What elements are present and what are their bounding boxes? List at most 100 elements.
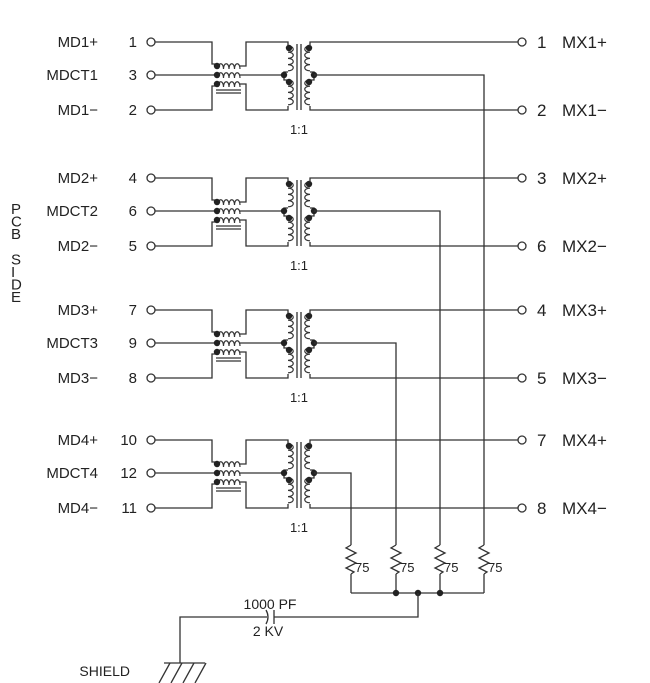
primary-bot-wire: [240, 481, 289, 509]
md-plus-wire: [155, 41, 218, 65]
polarity-dot: [213, 71, 221, 79]
secondary-winding: [304, 181, 311, 208]
pin-number: 5: [129, 238, 137, 255]
pin-number: 1: [537, 33, 546, 52]
capacitor-value: 1000 PF: [244, 596, 297, 612]
pin-number: 4: [129, 170, 137, 187]
primary-top-wire: [240, 41, 289, 67]
resistor-2: 75: [389, 544, 414, 593]
rj45-terminal-icon: [517, 241, 527, 251]
pin-number: 10: [120, 432, 137, 449]
cap-plate-curved: [265, 609, 269, 625]
junction-dot: [436, 589, 444, 597]
isolation-transformer-icon: [280, 442, 318, 508]
md-plus-wire: [155, 309, 218, 333]
pcb-terminal-icon: [146, 468, 156, 478]
pin-number: 2: [537, 101, 546, 120]
polarity-dot: [285, 78, 293, 86]
secondary-winding: [304, 215, 311, 242]
pcb-side-letter: S: [11, 251, 21, 268]
rj45-terminal-icon: [517, 37, 527, 47]
resistor-4: 75: [477, 544, 502, 593]
primary-top-wire: [240, 177, 289, 203]
signal-label: MX3+: [562, 301, 607, 320]
secondary-winding: [304, 477, 311, 504]
secondary-winding: [304, 443, 311, 470]
choke-winding: [217, 349, 241, 356]
primary-top-wire: [240, 309, 289, 335]
ct-to-resistor-wire: [314, 74, 485, 545]
resistor-icon: [389, 544, 403, 575]
polarity-dot: [305, 312, 313, 320]
polarity-dot: [213, 348, 221, 356]
polarity-dot: [213, 198, 221, 206]
polarity-dot: [305, 346, 313, 354]
rj45-terminal-icon: [517, 173, 527, 183]
polarity-dot: [285, 346, 293, 354]
md-minus-wire: [155, 483, 218, 509]
md-minus-wire: [155, 353, 218, 379]
pin-number: 7: [129, 302, 137, 319]
signal-label: MD2+: [58, 170, 99, 187]
polarity-dot: [285, 44, 293, 52]
chassis-ground-icon: [158, 662, 207, 683]
primary-winding: [287, 347, 294, 374]
secondary-winding: [304, 313, 311, 340]
polarity-dot: [213, 330, 221, 338]
mx-minus-wire: [309, 374, 518, 379]
polarity-dot: [285, 180, 293, 188]
mx-minus-wire: [309, 106, 518, 111]
md-minus-wire: [155, 85, 218, 111]
resistor-value: 75: [400, 560, 414, 575]
pcb-side-letter: P: [11, 201, 21, 218]
polarity-dot: [213, 216, 221, 224]
pcb-side-letter: B: [11, 226, 21, 243]
pin-number: 11: [121, 500, 137, 517]
rj45-terminal-icon: [517, 305, 527, 315]
common-mode-choke-icon: [213, 330, 241, 362]
choke-winding: [217, 63, 241, 70]
mx-minus-wire: [309, 504, 518, 509]
polarity-dot: [305, 442, 313, 450]
polarity-dot: [285, 476, 293, 484]
pin-number: 6: [129, 203, 137, 220]
mx-plus-wire: [309, 177, 518, 182]
pcb-terminal-icon: [146, 435, 156, 445]
pin-number: 12: [120, 465, 137, 482]
isolation-transformer-icon: [280, 44, 318, 110]
choke-winding: [217, 208, 241, 215]
signal-label: MX1+: [562, 33, 607, 52]
resistor-value: 75: [488, 560, 502, 575]
primary-winding: [287, 45, 294, 72]
choke-winding: [217, 81, 241, 88]
signal-label: MD1−: [58, 102, 99, 119]
pcb-terminal-icon: [146, 105, 156, 115]
signal-label: MD3+: [58, 302, 99, 319]
signal-label: MX2+: [562, 169, 607, 188]
pcb-terminal-icon: [146, 241, 156, 251]
choke-winding: [217, 331, 241, 338]
junction-dot: [280, 469, 288, 477]
pin-number: 3: [537, 169, 546, 188]
polarity-dot: [305, 78, 313, 86]
primary-bot-wire: [240, 219, 289, 247]
rj45-terminal-icon: [517, 105, 527, 115]
mx-plus-wire: [309, 309, 518, 314]
common-mode-choke-icon: [213, 198, 241, 230]
ground-hatch: [182, 662, 195, 683]
pin-number: 1: [129, 34, 137, 51]
choke-winding: [217, 461, 241, 468]
pcb-terminal-icon: [146, 503, 156, 513]
primary-winding: [287, 181, 294, 208]
pcb-terminal-icon: [146, 373, 156, 383]
choke-winding: [217, 72, 241, 79]
pin-number: 9: [129, 335, 137, 352]
signal-label: MDCT1: [46, 67, 98, 84]
junction-dot: [280, 339, 288, 347]
ground-hatch: [158, 662, 171, 683]
signal-label: MX4−: [562, 499, 607, 518]
